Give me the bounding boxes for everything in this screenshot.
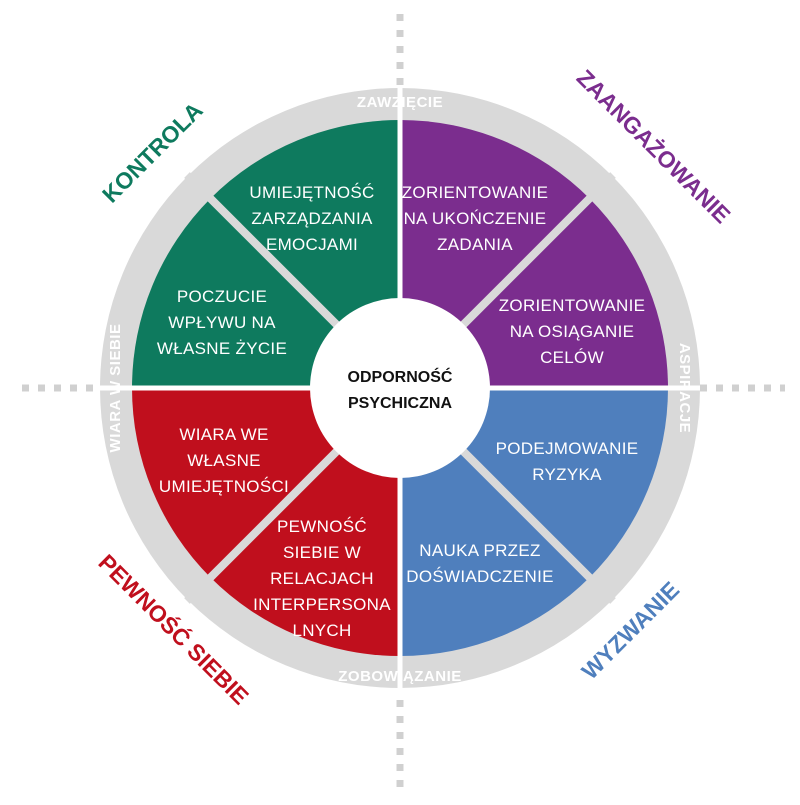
segment-label-bl-lower: PEWNOŚĆ SIEBIE W RELACJACH INTERPERSONA LNYC…	[253, 517, 391, 640]
segment-label-line: WIARA WE	[179, 425, 268, 444]
center-circle	[310, 298, 490, 478]
segment-label-line: DOŚWIADCZENIE	[406, 567, 553, 586]
segment-label-line: PEWNOŚĆ	[277, 517, 367, 536]
segment-label-line: INTERPERSONA	[253, 595, 391, 614]
segment-label-line: NA UKOŃCZENIE	[404, 209, 547, 228]
segment-label-line: RYZYKA	[532, 465, 602, 484]
segment-label-tr-upper: ZORIENTOWANIE NA UKOŃCZENIE ZADANIA	[402, 183, 549, 254]
segment-label-line: UMIEJĘTNOŚCI	[159, 477, 289, 496]
ring-label-top: ZAWZIĘCIE	[357, 94, 443, 111]
segment-label-line: WŁASNE ŻYCIE	[157, 339, 287, 358]
ring-label-right: ASPIRACJE	[676, 343, 693, 433]
segment-label-line: NAUKA PRZEZ	[419, 541, 540, 560]
segment-label-line: ZORIENTOWANIE	[402, 183, 549, 202]
segment-label-line: SIEBIE W	[283, 543, 361, 562]
segment-label-line: ZORIENTOWANIE	[499, 296, 646, 315]
segment-label-tr-lower: ZORIENTOWANIE NA OSIĄGANIE CELÓW	[499, 296, 646, 367]
ring-label-bottom: ZOBOWIĄZANIE	[338, 668, 462, 685]
segment-label-line: POCZUCIE	[177, 287, 267, 306]
diagonal-separators	[184, 172, 616, 604]
segment-label-line: NA OSIĄGANIE	[510, 322, 635, 341]
segment-label-line: WPŁYWU NA	[168, 313, 276, 332]
segment-label-line: CELÓW	[540, 348, 604, 367]
separator-diag-bl	[184, 448, 340, 604]
segment-label-line: WŁASNE	[187, 451, 261, 470]
segment-label-tl-lower: POCZUCIE WPŁYWU NA WŁASNE ŻYCIE	[157, 287, 287, 358]
separator-diag-tl	[184, 172, 340, 328]
axis-dashes	[22, 14, 785, 790]
segment-label-tl-upper: UMIEJĘTNOŚĆ ZARZĄDZANIA EMOCJAMI	[249, 183, 374, 254]
segment-labels: UMIEJĘTNOŚĆ ZARZĄDZANIA EMOCJAMI POCZUCIE W…	[157, 183, 645, 640]
center-label-line1: ODPORNOŚĆ	[348, 367, 453, 386]
segment-label-line: PODEJMOWANIE	[496, 439, 639, 458]
segment-label-line: ZARZĄDZANIA	[251, 209, 373, 228]
segment-label-line: ZADANIA	[437, 235, 513, 254]
segment-label-line: RELACJACH	[270, 569, 374, 588]
separator-diag-br	[460, 448, 616, 604]
segment-label-line: EMOCJAMI	[266, 235, 358, 254]
segment-label-bl-upper: WIARA WE WŁASNE UMIEJĘTNOŚCI	[159, 425, 289, 496]
segment-label-line: LNYCH	[292, 621, 351, 640]
separators	[100, 88, 700, 688]
segment-label-line: UMIEJĘTNOŚĆ	[249, 183, 374, 202]
segment-label-br-upper: PODEJMOWANIE RYZYKA	[496, 439, 639, 484]
segment-label-br-lower: NAUKA PRZEZ DOŚWIADCZENIE	[406, 541, 553, 586]
separator-diag-tr	[460, 172, 616, 328]
center-label-line2: PSYCHICZNA	[348, 395, 452, 412]
ring-label-left: WIARA W SIEBIE	[107, 324, 124, 453]
